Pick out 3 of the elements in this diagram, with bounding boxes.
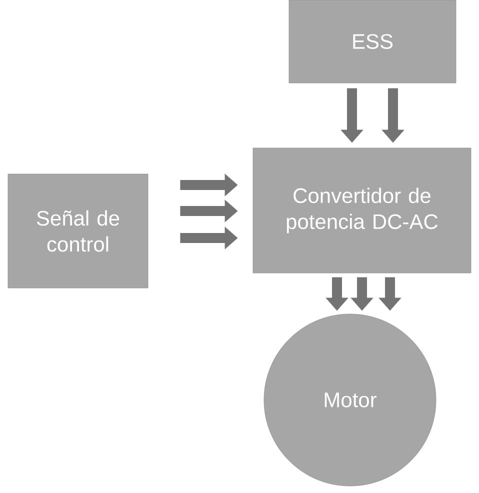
process-box: Señal de control xyxy=(8,174,148,288)
process-box: ESS xyxy=(288,0,456,84)
process-box: Convertidor de potencia DC-AC xyxy=(252,148,472,274)
